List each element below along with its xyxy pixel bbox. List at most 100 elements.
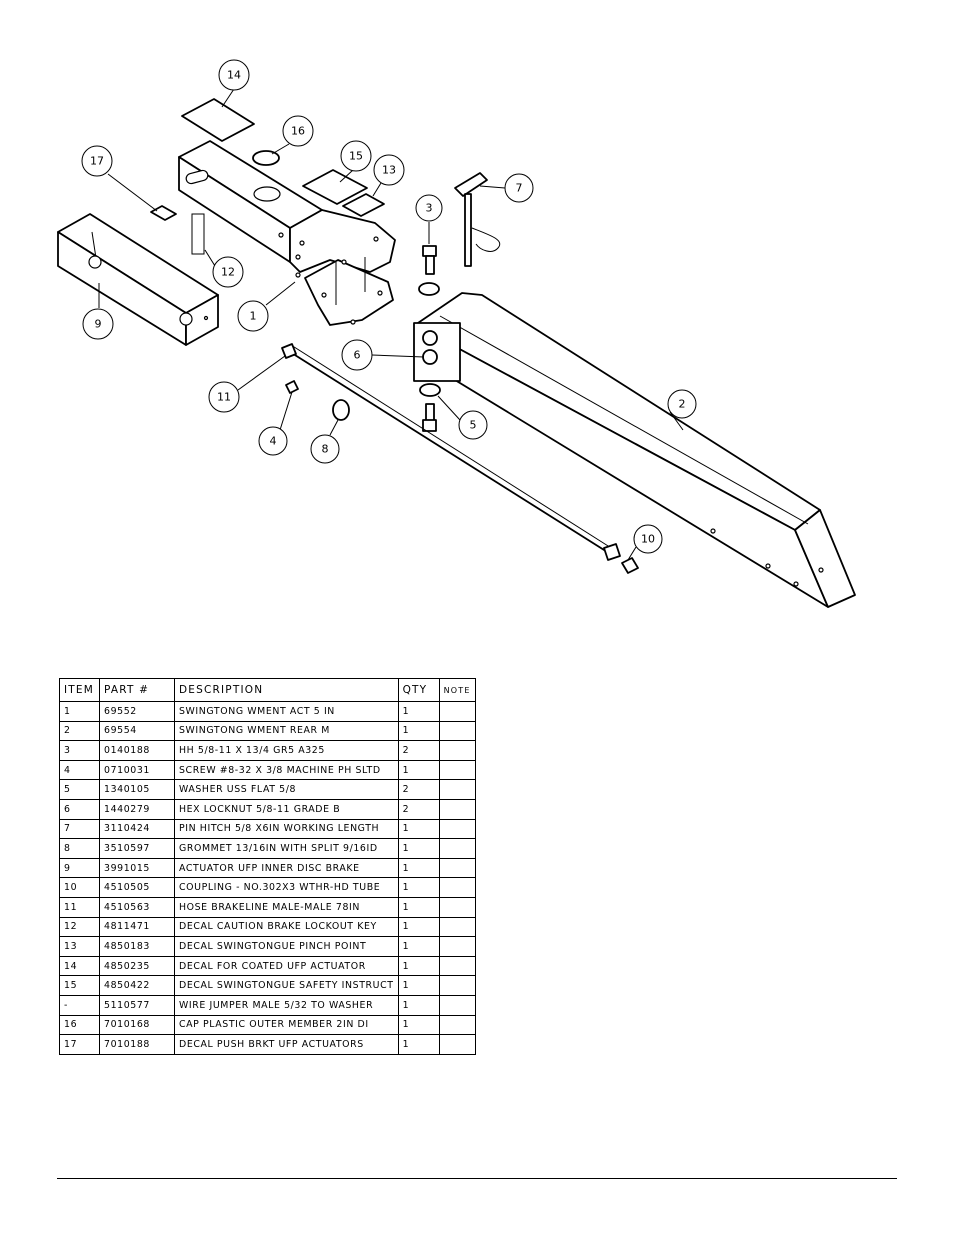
- cell-qty: 1: [397, 838, 440, 859]
- svg-text:14: 14: [227, 69, 241, 82]
- svg-text:9: 9: [95, 318, 102, 331]
- cell-part: 4510563: [99, 896, 175, 918]
- cell-item: 16: [59, 1014, 100, 1036]
- part-actuator-inner: [57, 213, 219, 346]
- cell-part: 1340105: [99, 779, 175, 800]
- locknut-6a: [422, 330, 438, 346]
- cell-note: [438, 740, 476, 761]
- cell-note: [438, 1034, 476, 1055]
- cell-part: 5110577: [99, 994, 175, 1016]
- cell-description: CAP PLASTIC OUTER MEMBER 2IN DI: [174, 1014, 399, 1036]
- cell-note: [438, 779, 476, 800]
- svg-text:8: 8: [322, 443, 329, 456]
- cell-part: 4850235: [99, 955, 175, 977]
- callout-6: 6: [341, 339, 373, 371]
- cell-qty: 1: [397, 701, 440, 722]
- cell-item: 15: [59, 975, 100, 996]
- callout-15: 15: [340, 140, 372, 172]
- part-swingtongue-rear: [413, 292, 856, 608]
- cell-item: 1: [59, 701, 100, 722]
- cell-note: [438, 818, 476, 840]
- svg-text:6: 6: [354, 349, 361, 362]
- cell-part: 7010188: [99, 1034, 175, 1055]
- cell-note: [438, 916, 476, 938]
- part-screw-4: [285, 380, 299, 394]
- cell-note: [438, 720, 476, 742]
- svg-text:3: 3: [426, 202, 433, 215]
- cell-item: 2: [59, 720, 100, 742]
- cell-description: PIN HITCH 5/8 X6IN WORKING LENGTH: [174, 818, 399, 840]
- cell-part: 4850422: [99, 975, 175, 996]
- cell-description: WASHER USS FLAT 5/8: [174, 779, 399, 800]
- callout-2: 2: [667, 389, 697, 419]
- cell-qty: 1: [397, 857, 440, 879]
- footer-rule: [57, 1178, 897, 1179]
- cell-qty: 1: [397, 955, 440, 977]
- svg-text:5: 5: [470, 419, 477, 432]
- cell-note: [438, 936, 476, 957]
- cell-item: -: [59, 994, 100, 1016]
- svg-text:4: 4: [270, 435, 277, 448]
- cell-part: 4850183: [99, 936, 175, 957]
- cell-part: 69552: [99, 701, 175, 722]
- cell-item: 9: [59, 857, 100, 879]
- part-bolt-lower: [422, 403, 437, 432]
- cell-description: DECAL CAUTION BRAKE LOCKOUT KEY: [174, 916, 399, 938]
- callout-14: 14: [218, 59, 250, 91]
- cell-description: WIRE JUMPER MALE 5/32 TO WASHER: [174, 994, 399, 1016]
- cell-part: 0710031: [99, 759, 175, 781]
- cell-qty: 1: [397, 759, 440, 781]
- cell-description: DECAL SWINGTONGUE SAFETY INSTRUCT: [174, 975, 399, 996]
- cell-item: 13: [59, 936, 100, 957]
- cell-description: SWINGTONG WMENT ACT 5 IN: [174, 701, 399, 722]
- cell-description: HOSE BRAKELINE MALE-MALE 78IN: [174, 896, 399, 918]
- cell-description: COUPLING - NO.302X3 WTHR-HD TUBE: [174, 877, 399, 898]
- cell-note: [438, 896, 476, 918]
- cell-description: ACTUATOR UFP INNER DISC BRAKE: [174, 857, 399, 879]
- cell-description: SWINGTONG WMENT REAR M: [174, 720, 399, 742]
- cell-note: [438, 798, 476, 820]
- table-header-row: ITEM PART # DESCRIPTION QTY NOTE: [59, 678, 476, 702]
- svg-text:15: 15: [349, 150, 363, 163]
- cell-part: 1440279: [99, 798, 175, 820]
- header-item: ITEM: [59, 678, 100, 702]
- callout-10: 10: [633, 524, 663, 554]
- part-actuator-outer: [178, 140, 396, 326]
- cell-part: 7010168: [99, 1014, 175, 1036]
- cell-part: 4811471: [99, 916, 175, 938]
- callout-12: 12: [212, 256, 244, 288]
- cell-qty: 2: [397, 740, 440, 761]
- cell-item: 3: [59, 740, 100, 761]
- cell-qty: 1: [397, 936, 440, 957]
- cell-note: [438, 701, 476, 722]
- cell-part: 3991015: [99, 857, 175, 879]
- cell-description: DECAL SWINGTONGUE PINCH POINT: [174, 936, 399, 957]
- cell-note: [438, 877, 476, 898]
- cell-qty: 1: [397, 818, 440, 840]
- cell-qty: 2: [397, 779, 440, 800]
- cell-part: 3110424: [99, 818, 175, 840]
- part-brake-hose-11: [281, 343, 621, 561]
- cell-qty: 1: [397, 994, 440, 1016]
- cell-item: 6: [59, 798, 100, 820]
- cell-qty: 1: [397, 1014, 440, 1036]
- cell-description: DECAL FOR COATED UFP ACTUATOR: [174, 955, 399, 977]
- decal-17: [150, 205, 177, 221]
- svg-text:2: 2: [679, 398, 686, 411]
- svg-text:17: 17: [90, 155, 104, 168]
- svg-text:12: 12: [221, 266, 235, 279]
- cell-qty: 1: [397, 916, 440, 938]
- cell-description: SCREW #8-32 X 3/8 MACHINE PH SLTD: [174, 759, 399, 781]
- callout-11: 11: [208, 381, 240, 413]
